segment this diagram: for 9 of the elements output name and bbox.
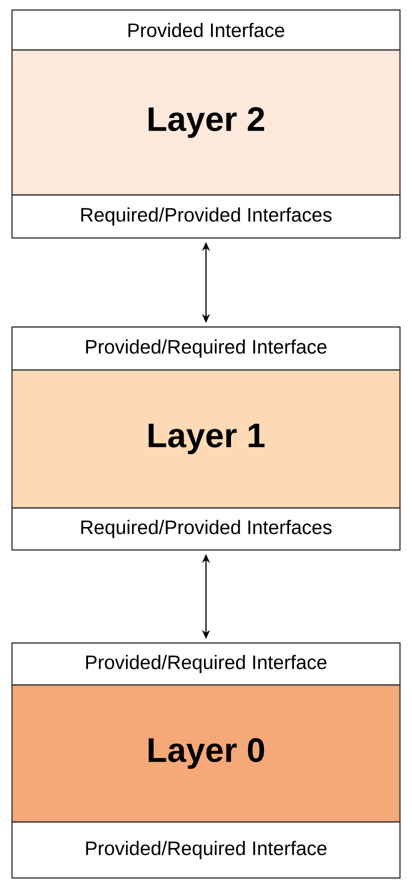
layer-box: Layer 1 bbox=[11, 369, 401, 509]
layer-box: Layer 0 bbox=[11, 684, 401, 823]
interface-box: Provided Interface bbox=[11, 9, 401, 51]
interface-box: Required/Provided Interfaces bbox=[11, 507, 401, 551]
interface-box: Provided/Required Interface bbox=[11, 821, 401, 879]
interface-box: Provided/Required Interface bbox=[11, 326, 401, 371]
interface-box: Required/Provided Interfaces bbox=[11, 194, 401, 239]
layer-box: Layer 2 bbox=[11, 49, 401, 196]
interface-box: Provided/Required Interface bbox=[11, 642, 401, 686]
